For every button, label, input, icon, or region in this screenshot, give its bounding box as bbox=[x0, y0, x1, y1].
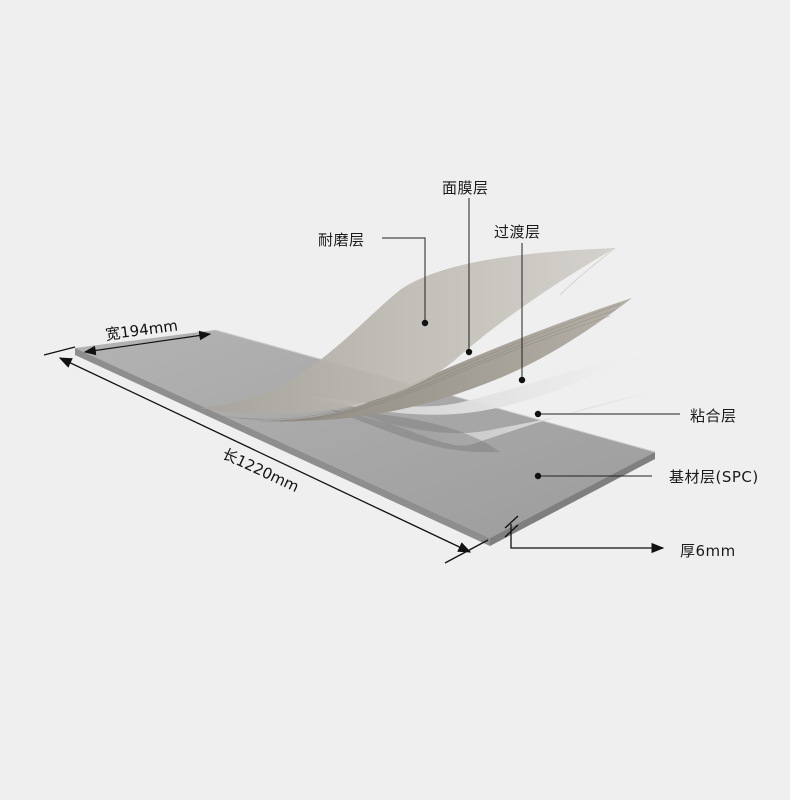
label-film-layer: 面膜层 bbox=[442, 179, 489, 197]
width-dimension bbox=[83, 330, 212, 356]
dot-wear bbox=[421, 319, 429, 327]
label-thickness: 厚6mm bbox=[680, 542, 736, 560]
thickness-indicator bbox=[504, 515, 665, 554]
leader-lines bbox=[382, 198, 680, 477]
leader-wear bbox=[382, 237, 426, 323]
label-wear-layer: 耐磨层 bbox=[318, 231, 365, 249]
label-transition-layer: 过渡层 bbox=[494, 223, 541, 241]
dot-film bbox=[465, 348, 473, 356]
label-adhesive-layer: 粘合层 bbox=[690, 407, 737, 425]
label-base-layer: 基材层(SPC) bbox=[669, 468, 759, 486]
dot-transition bbox=[518, 376, 526, 384]
dot-adhesive bbox=[534, 410, 542, 418]
adhesive-layer-sheet bbox=[330, 392, 650, 446]
dot-base bbox=[534, 472, 542, 480]
length-dimension bbox=[43, 346, 489, 564]
transition-layer-sheet bbox=[300, 350, 645, 415]
leader-dots bbox=[421, 319, 542, 480]
